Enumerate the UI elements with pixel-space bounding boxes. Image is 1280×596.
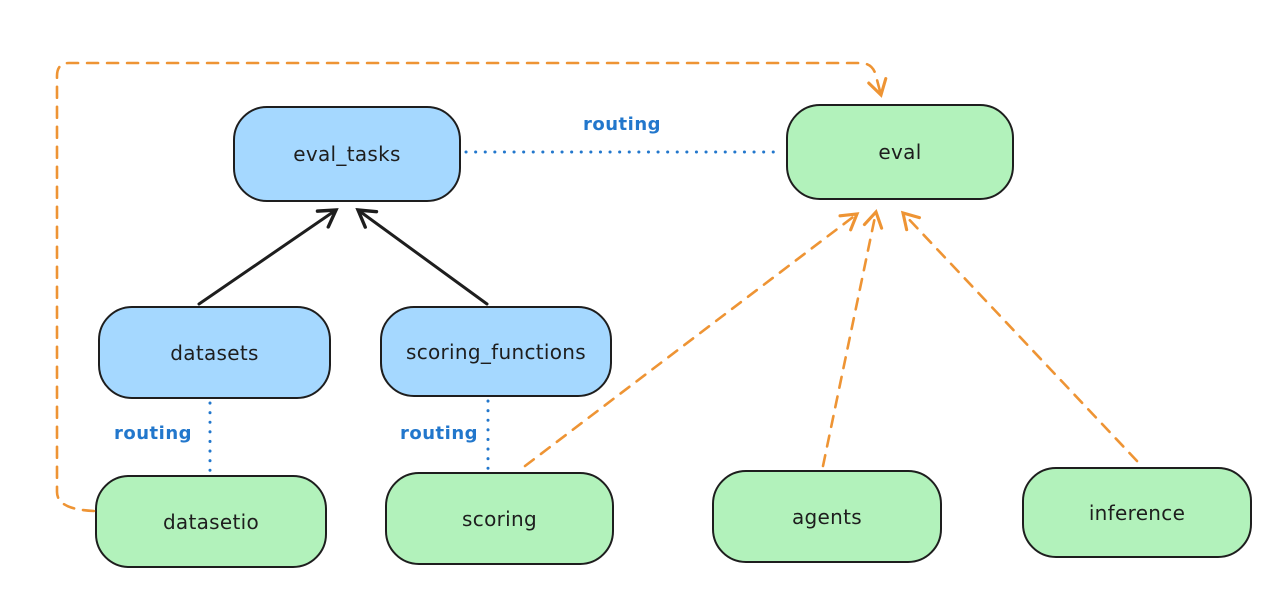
edge-label-routing-datasets-datasetio: routing [113,423,193,444]
node-scoring: scoring [385,472,614,565]
node-eval-tasks-label: eval_tasks [293,142,401,166]
edge-label-routing-eval_tasks-eval: routing [582,114,662,135]
edge-agents-eval [821,209,884,468]
node-datasetio-label: datasetio [162,509,260,534]
edge-scoring_functions-eval_tasks [355,208,489,306]
node-eval-label: eval [878,140,922,164]
node-eval-tasks: eval_tasks [233,106,461,202]
node-eval: eval [786,104,1014,200]
edge-label-routing-scoring_functions-scoring: routing [399,423,479,444]
node-scoring-functions-label: scoring_functions [405,339,587,364]
node-datasets-label: datasets [170,340,259,365]
node-agents-label: agents [792,504,862,529]
node-scoring-functions: scoring_functions [380,306,612,397]
node-datasetio: datasetio [95,475,327,568]
edge-datasets-eval_tasks [197,208,339,306]
node-scoring-label: scoring [462,506,537,531]
node-agents: agents [712,470,942,563]
node-inference-label: inference [1088,500,1186,525]
node-inference: inference [1022,467,1252,558]
edge-inference-eval [900,210,1139,463]
node-datasets: datasets [98,306,331,399]
